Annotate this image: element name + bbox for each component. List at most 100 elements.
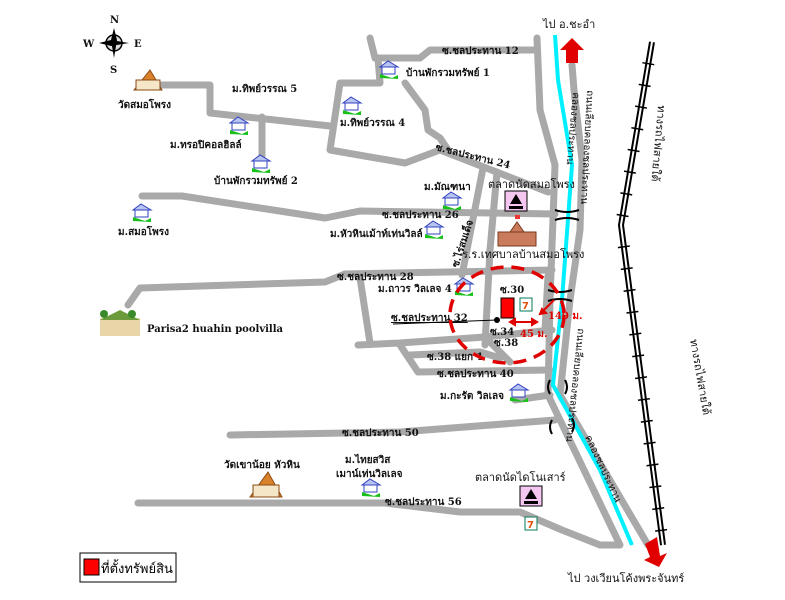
road-vertical-495 bbox=[481, 168, 501, 349]
soi-24-label: ซ.ชลประทาน 24 bbox=[434, 141, 511, 171]
road-soi-12 bbox=[366, 34, 539, 62]
parisa-label: Parisa2 huahin poolvilla bbox=[147, 324, 284, 335]
road-soi-38-yaek bbox=[406, 348, 504, 362]
south-direction-label: ไป วงเวียนโค้งพระจันทร์ bbox=[567, 571, 684, 585]
railway-tie bbox=[640, 419, 653, 423]
thavorn-label: ม.ถาวร วิลเลจ 4 bbox=[378, 283, 452, 295]
resort-icon bbox=[100, 310, 140, 336]
school-icon bbox=[497, 215, 537, 247]
temple-icon bbox=[132, 69, 163, 91]
thip5-label: ม.ทิพย์วรรณ 5 bbox=[232, 83, 297, 95]
road-soi-56 bbox=[134, 499, 604, 549]
canal-label-south: คลองชลประทาน bbox=[582, 434, 623, 505]
ban2-label: บ้านพักรวมทรัพย์ 2 bbox=[214, 175, 298, 187]
karat-label: ม.กะรัต วิลเลจ bbox=[440, 390, 504, 402]
railway-label-north: ทางรถไฟสายใต้ bbox=[648, 105, 668, 182]
soi-34-label: ซ.34 bbox=[490, 327, 514, 338]
village-icon bbox=[341, 96, 363, 115]
railway-tie bbox=[623, 170, 636, 174]
thaiswiss-label-2: เมาน์เท่นวิลเลจ bbox=[336, 468, 403, 480]
road-soi-50 bbox=[226, 416, 559, 439]
property-marker bbox=[500, 297, 515, 319]
school-label: ร.ร.เทศบาลบ้านสมอโพรง bbox=[462, 247, 584, 261]
roads bbox=[124, 34, 652, 549]
svg-text:S: S bbox=[110, 65, 117, 76]
wat-khaonoi-label: วัดเขาน้อย หัวหิน bbox=[224, 459, 300, 471]
railway-label-south: ทางรถไฟสายใต้ bbox=[687, 338, 713, 416]
market-icon bbox=[519, 485, 543, 507]
huahin-villa-label: ม.หัวหินเม้าท์เท่นวิลล์ bbox=[330, 228, 423, 240]
railway-tie bbox=[646, 463, 659, 467]
legend-property-swatch bbox=[83, 558, 100, 576]
north-direction-label: ไป อ.ชะอำ bbox=[542, 18, 595, 31]
road-karat bbox=[511, 391, 554, 404]
railway-tie bbox=[634, 105, 648, 109]
road-vertical-360 bbox=[356, 274, 374, 347]
legend-label: ที่ตั้งทรัพย์สิน bbox=[101, 559, 173, 577]
svg-text:7: 7 bbox=[522, 301, 529, 312]
soi-56-label: ซ.ชลประทาน 56 bbox=[385, 496, 462, 508]
railway-tie bbox=[655, 528, 668, 532]
samo-label: ม.สมอโพรง bbox=[118, 225, 169, 238]
railway-tie bbox=[632, 354, 645, 358]
temple-icon bbox=[249, 471, 283, 498]
village-icon bbox=[131, 203, 153, 222]
ban1-label: บ้านพักรวมทรัพย์ 1 bbox=[406, 67, 490, 79]
svg-text:W: W bbox=[82, 39, 95, 50]
railway-tie bbox=[638, 83, 651, 88]
railway-tie bbox=[620, 267, 633, 271]
manthana-label: ม.มัณฑนา bbox=[424, 181, 471, 193]
road-soi-34 bbox=[484, 336, 514, 366]
south-arrow-icon bbox=[644, 537, 667, 567]
railway-tie bbox=[642, 61, 655, 66]
railway-tie bbox=[652, 507, 665, 511]
tropical-label: ม.ทรอปิคอลฮิลล์ bbox=[170, 139, 242, 151]
road-wat-samo bbox=[158, 81, 334, 130]
road-soi-26 bbox=[138, 192, 559, 222]
market-icon bbox=[504, 190, 528, 212]
railway-tie bbox=[629, 332, 642, 336]
market-dino-label: ตลาดนัดไดโนเสาร์ bbox=[475, 470, 566, 484]
road-loop bbox=[326, 54, 552, 196]
distance-arrows bbox=[508, 299, 555, 327]
legend: ที่ตั้งทรัพย์สิน bbox=[79, 552, 177, 583]
road-rai-somdet bbox=[458, 164, 487, 279]
railway-tie bbox=[627, 148, 640, 153]
road-loop-east bbox=[401, 79, 452, 154]
road-soi-38 bbox=[396, 341, 554, 376]
railway-tie bbox=[631, 127, 644, 131]
road-soi-32 bbox=[354, 326, 556, 349]
soi-40-label: ซ.ชลประทาน 40 bbox=[437, 368, 514, 380]
soi-12-label: ซ.ชลประทาน 12 bbox=[442, 45, 519, 57]
village-icons bbox=[131, 60, 530, 497]
railway bbox=[616, 41, 668, 546]
convenience-store-icon: 7 bbox=[519, 297, 533, 312]
svg-text:7: 7 bbox=[527, 520, 534, 531]
soi-26-label: ซ.ชลประทาน 26 bbox=[382, 209, 459, 221]
railway-tie bbox=[643, 441, 656, 445]
compass-icon: N S W E bbox=[82, 15, 142, 76]
svg-text:E: E bbox=[134, 39, 142, 50]
convenience-store-icon: 7 bbox=[524, 516, 538, 531]
wat-samo-label: วัดสมอโพรง bbox=[118, 98, 171, 111]
soi-rai-somdet-label: ซ.ไร่สมเด็จ bbox=[448, 218, 477, 269]
railway-tie bbox=[626, 310, 639, 314]
market-samo-label: ตลาดนัดสมอโพรง bbox=[488, 177, 575, 191]
village-icon bbox=[360, 478, 382, 497]
railway-tie bbox=[634, 376, 648, 380]
railway-tie bbox=[623, 288, 636, 292]
village-icon bbox=[508, 383, 530, 402]
thip4-label: ม.ทิพย์วรรณ 4 bbox=[340, 117, 405, 129]
soi-50-label: ซ.ชลประทาน 50 bbox=[342, 427, 419, 439]
railway-tie bbox=[616, 213, 629, 218]
marker-dot bbox=[494, 317, 500, 323]
north-arrow-icon bbox=[560, 38, 584, 63]
thaiswiss-label-1: ม.ไทยสวิส bbox=[345, 453, 391, 466]
bridges bbox=[547, 209, 580, 435]
distance-45m: 45 ม. bbox=[520, 329, 547, 340]
railway-tie bbox=[637, 397, 650, 402]
village-icon bbox=[453, 277, 475, 296]
road-vertical-540 bbox=[541, 272, 552, 334]
railway-tie bbox=[620, 192, 633, 196]
